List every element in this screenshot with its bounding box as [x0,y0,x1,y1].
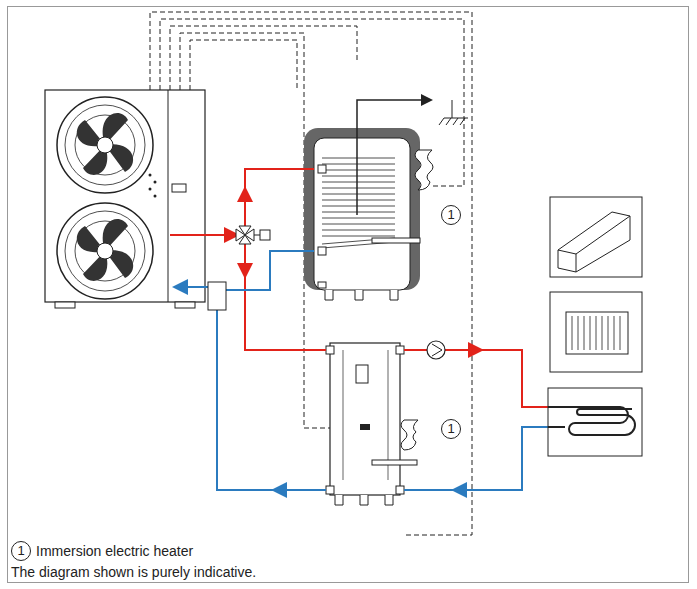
three-way-valve [208,226,270,310]
floor-heating [548,388,642,456]
circulation-pump [427,341,445,359]
callout-number: 1 [11,541,31,561]
radiator [550,292,642,372]
callout-number: 1 [441,419,461,439]
dhw-tank [304,100,468,300]
callout-number: 1 [441,205,461,225]
fan-coil [550,197,642,277]
legend-note: Immersion electric heater [36,542,193,560]
outdoor-unit [45,90,205,308]
buffer-tank [326,343,418,505]
caption-note: The diagram shown is purely indicative. [11,563,256,581]
